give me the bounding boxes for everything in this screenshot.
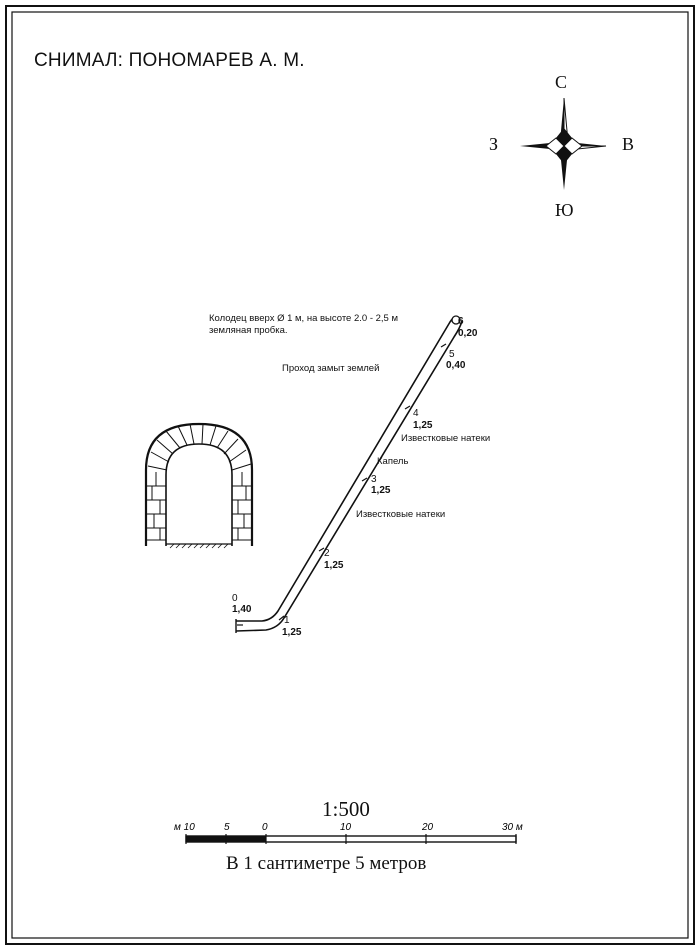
annotation-silted-passage: Проход замыт землей — [282, 363, 380, 374]
compass-north-label: С — [555, 72, 568, 92]
annotation-limestone-flowstone-2: Известковые натеки — [356, 509, 446, 520]
station-5-id: 5 — [449, 349, 455, 360]
map-author: СНИМАЛ: ПОНОМАРЕВ А. М. — [34, 50, 305, 71]
scale-tick-label: 10 — [340, 822, 352, 833]
annotation-dripping: Капель — [377, 456, 409, 467]
scale-tick-label: 5 — [224, 822, 230, 833]
scale-tick-label: м 10 — [174, 822, 195, 833]
scale-tick-label: 0 — [262, 822, 268, 833]
station-0-value: 1,40 — [232, 604, 252, 615]
compass-east-label: В — [622, 134, 635, 154]
survey-station-ticks — [237, 343, 447, 626]
scale-tick-label: 20 — [422, 822, 434, 833]
annotation-well-line1: Колодец вверх Ø 1 м, на высоте 2.0 - 2,5… — [209, 313, 399, 324]
compass-west-label: З — [489, 134, 499, 154]
station-6-value: 0,20 — [458, 328, 478, 339]
compass-south-label: Ю — [555, 200, 574, 220]
passage-wall-right — [235, 320, 463, 632]
station-1-value: 1,25 — [282, 627, 302, 638]
station-2-value: 1,25 — [324, 560, 344, 571]
station-5-value: 0,40 — [446, 360, 466, 371]
station-1-id: 1 — [284, 615, 290, 626]
scale-caption: В 1 сантиметре 5 метров — [226, 853, 427, 874]
scale-ratio: 1:500 — [322, 797, 370, 821]
scale-bar — [185, 834, 517, 844]
map-frame-outer — [5, 5, 695, 945]
station-6-id: 6 — [458, 316, 464, 327]
station-4-id: 4 — [413, 408, 419, 419]
compass-rose-icon — [520, 97, 607, 190]
well-shaft-icon — [451, 315, 461, 325]
station-3-value: 1,25 — [371, 485, 391, 496]
station-3-id: 3 — [371, 474, 377, 485]
map-frame-inner — [11, 11, 689, 939]
scale-tick-label: 30 м — [502, 822, 523, 833]
annotation-limestone-flowstone-1: Известковые натеки — [401, 433, 491, 444]
station-0-id: 0 — [232, 593, 238, 604]
station-4-value: 1,25 — [413, 420, 433, 431]
station-2-id: 2 — [324, 548, 330, 559]
annotation-well-line2: земляная пробка. — [209, 325, 288, 336]
passage-cross-section-icon — [144, 422, 254, 549]
cave-passage-plan — [235, 315, 463, 633]
